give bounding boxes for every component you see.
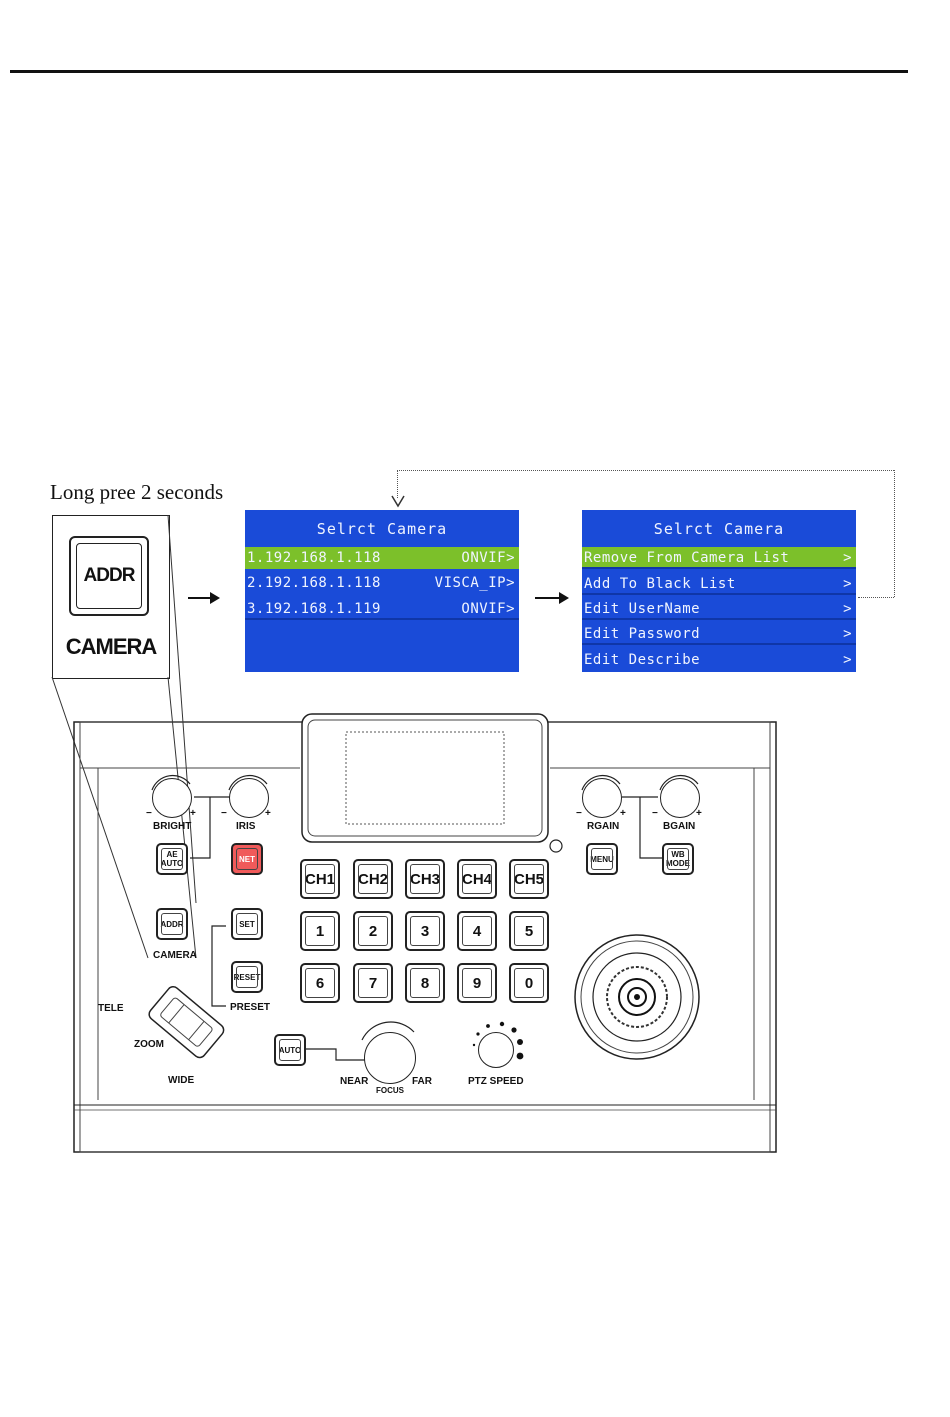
zoom-label: ZOOM — [134, 1039, 164, 1050]
addr-key-zoom-panel: ADDR CAMERA — [52, 515, 170, 679]
bright-plus-sign: + — [190, 808, 196, 819]
top-rule — [10, 70, 908, 73]
option-row[interactable]: Edit Describe > — [582, 649, 856, 671]
camera-row-protocol: VISCA_IP> — [434, 575, 515, 591]
digit-8-button[interactable]: 8 — [405, 963, 445, 1003]
focus-knob[interactable] — [364, 1032, 416, 1084]
bgain-plus-sign: + — [696, 808, 702, 819]
bright-knob[interactable] — [152, 778, 192, 818]
net-button[interactable]: NET — [231, 843, 263, 875]
caption-text: Long pree 2 seconds — [50, 480, 224, 504]
loop-line-bottom — [858, 597, 894, 598]
bright-label: BRIGHT — [153, 821, 192, 832]
arrow-right-2 — [535, 592, 569, 604]
ch5-button[interactable]: CH5 — [509, 859, 549, 899]
ch4-button[interactable]: CH4 — [457, 859, 497, 899]
chevron-right-icon: > — [843, 576, 852, 592]
ch1-button[interactable]: CH1 — [300, 859, 340, 899]
arrow-down-icon — [391, 495, 405, 508]
near-label: NEAR — [340, 1076, 369, 1087]
option-label: Add To Black List — [584, 576, 736, 592]
bgain-minus-sign: − — [652, 808, 658, 819]
option-row[interactable]: Remove From Camera List > — [582, 547, 856, 569]
digit-0-button[interactable]: 0 — [509, 963, 549, 1003]
set-button[interactable]: SET — [231, 908, 263, 940]
digit-5-button[interactable]: 5 — [509, 911, 549, 951]
wide-label: WIDE — [168, 1075, 195, 1086]
option-row[interactable]: Edit UserName > — [582, 598, 856, 620]
camera-row-address: 3.192.168.1.119 — [247, 601, 381, 617]
digit-1-button[interactable]: 1 — [300, 911, 340, 951]
bgain-knob[interactable] — [660, 778, 700, 818]
digit-4-button[interactable]: 4 — [457, 911, 497, 951]
option-row[interactable]: Edit Password > — [582, 623, 856, 645]
digit-7-button[interactable]: 7 — [353, 963, 393, 1003]
iris-label: IRIS — [236, 821, 256, 832]
iris-minus-sign: − — [221, 808, 227, 819]
loop-line-right — [894, 470, 895, 597]
camera-row-address: 2.192.168.1.118 — [247, 575, 381, 591]
camera-label-zoom: CAMERA — [65, 634, 158, 659]
lcd-title: Selrct Camera — [316, 520, 448, 538]
digit-9-button[interactable]: 9 — [457, 963, 497, 1003]
ptz-speed-label: PTZ SPEED — [468, 1076, 524, 1087]
menu-button[interactable]: MENU — [586, 843, 618, 875]
camera-list-row[interactable]: 3.192.168.1.119 ONVIF> — [245, 598, 519, 620]
addr-button[interactable]: ADDR — [156, 908, 188, 940]
rgain-minus-sign: − — [576, 808, 582, 819]
addr-key-zoom-label: ADDR — [76, 543, 142, 609]
lcd-title: Selrct Camera — [653, 520, 785, 538]
chevron-right-icon: > — [843, 550, 852, 566]
camera-list-row[interactable]: 1.192.168.1.118 ONVIF> — [245, 547, 519, 569]
preset-label: PRESET — [230, 1002, 271, 1013]
ptz-speed-knob[interactable] — [478, 1032, 514, 1068]
digit-6-button[interactable]: 6 — [300, 963, 340, 1003]
bright-minus-sign: − — [146, 808, 152, 819]
focus-label: FOCUS — [376, 1086, 404, 1095]
reset-button[interactable]: RESET — [231, 961, 263, 993]
lcd-screen-camera-options: Selrct Camera Remove From Camera List > … — [582, 510, 856, 672]
ptz-joystick[interactable] — [575, 935, 699, 1059]
lcd-screen-camera-list: Selrct Camera 1.192.168.1.118 ONVIF> 2.1… — [245, 510, 519, 672]
camera-row-protocol: ONVIF> — [461, 550, 515, 566]
ch2-button[interactable]: CH2 — [353, 859, 393, 899]
camera-list-row[interactable]: 2.192.168.1.118 VISCA_IP> — [245, 572, 519, 594]
rgain-knob[interactable] — [582, 778, 622, 818]
chevron-right-icon: > — [843, 626, 852, 642]
digit-3-button[interactable]: 3 — [405, 911, 445, 951]
loop-line-top — [397, 470, 894, 471]
camera-row-address: 1.192.168.1.118 — [247, 550, 381, 566]
option-label: Remove From Camera List — [584, 550, 790, 566]
rgain-plus-sign: + — [620, 808, 626, 819]
option-label: Edit UserName — [584, 601, 701, 617]
option-label: Edit Describe — [584, 652, 701, 668]
camera-row-protocol: ONVIF> — [461, 601, 515, 617]
digit-2-button[interactable]: 2 — [353, 911, 393, 951]
arrow-right-1 — [188, 592, 220, 604]
bgain-label: BGAIN — [663, 821, 696, 832]
tele-label: TELE — [98, 1003, 124, 1014]
addr-key-zoom: ADDR — [69, 536, 149, 616]
iris-plus-sign: + — [265, 808, 271, 819]
ae-auto-button[interactable]: AE AUTO — [156, 843, 188, 875]
zoom-rocker[interactable] — [140, 985, 230, 1060]
auto-focus-button[interactable]: AUTO — [274, 1034, 306, 1066]
ch3-button[interactable]: CH3 — [405, 859, 445, 899]
iris-knob[interactable] — [229, 778, 269, 818]
camera-label: CAMERA — [153, 950, 197, 961]
rgain-label: RGAIN — [587, 821, 620, 832]
option-label: Edit Password — [584, 626, 701, 642]
chevron-right-icon: > — [843, 601, 852, 617]
chevron-right-icon: > — [843, 652, 852, 668]
option-row[interactable]: Add To Black List > — [582, 573, 856, 595]
loop-line-down — [397, 470, 398, 498]
wb-mode-button[interactable]: WB MODE — [662, 843, 694, 875]
far-label: FAR — [412, 1076, 432, 1087]
